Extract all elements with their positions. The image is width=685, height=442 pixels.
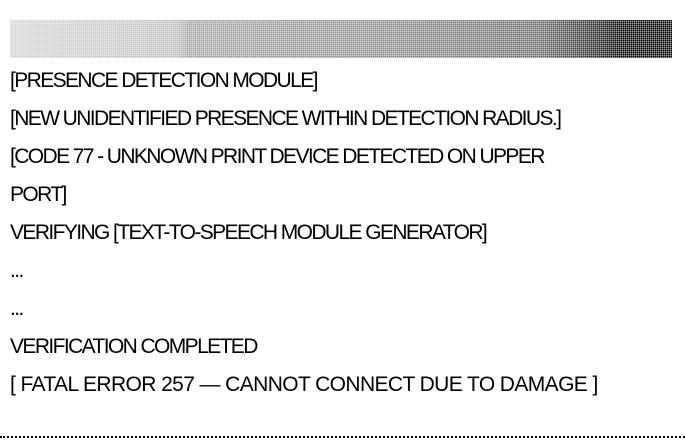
log-line-module-title: [PRESENCE DETECTION MODULE]: [10, 69, 318, 92]
log-line-ellipsis-1: ...: [10, 259, 24, 282]
log-line-presence-detected: [NEW UNIDENTIFIED PRESENCE WITHIN DETECT…: [10, 107, 562, 130]
progress-header-bar: [10, 20, 672, 58]
log-line-fatal-error: [ FATAL ERROR 257 — CANNOT CONNECT DUE T…: [10, 373, 598, 396]
log-line-ellipsis-2: ...: [10, 297, 24, 320]
log-line-verifying: VERIFYING [TEXT-TO-SPEECH MODULE GENERAT…: [10, 221, 488, 244]
log-line-code-77: [CODE 77 - UNKNOWN PRINT DEVICE DETECTED…: [10, 145, 545, 168]
log-line-verification-completed: VERIFICATION COMPLETED: [10, 335, 258, 358]
console-log: [PRESENCE DETECTION MODULE] [NEW UNIDENT…: [10, 62, 680, 404]
log-line-port: PORT]: [10, 183, 67, 206]
bottom-dotted-divider: [0, 436, 685, 438]
